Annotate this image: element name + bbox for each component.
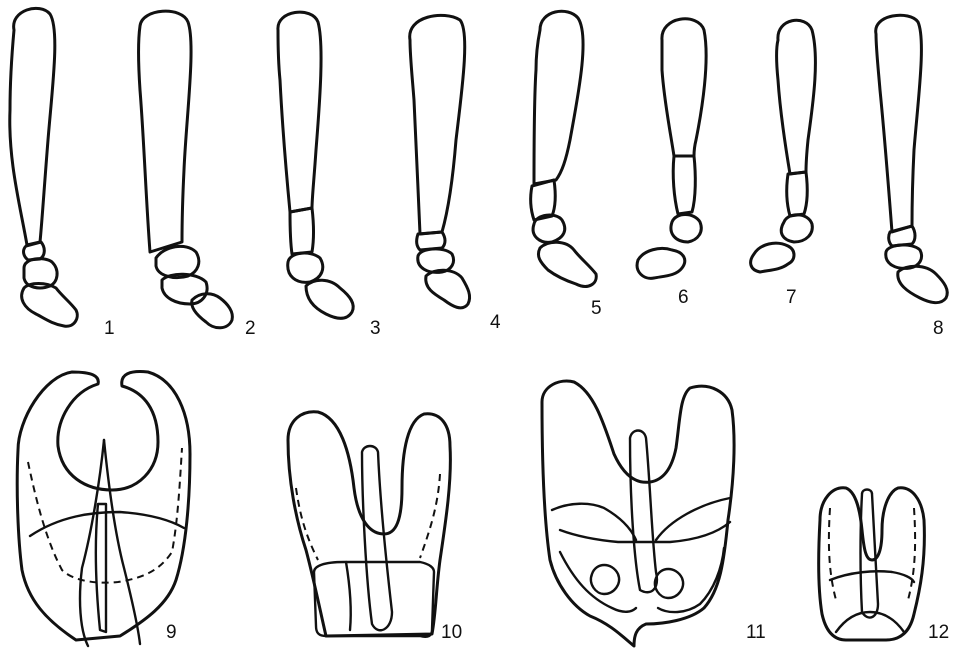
fig-2-label: 2 <box>245 319 256 338</box>
fig-12-drawing <box>819 488 925 640</box>
fig-5-drawing <box>531 11 597 286</box>
fig-10-drawing <box>288 412 450 637</box>
fig-3-label: 3 <box>370 319 381 338</box>
fig-12-label: 12 <box>928 623 949 642</box>
fig-9-label: 9 <box>166 623 177 642</box>
fig-10-label: 10 <box>441 623 462 642</box>
fig-7-drawing <box>751 20 816 272</box>
fig-11-drawing <box>542 381 734 646</box>
fig-8-label: 8 <box>933 319 944 338</box>
fig-9-drawing <box>17 372 190 646</box>
fig-3-drawing <box>278 12 353 318</box>
fig-1-drawing <box>10 8 77 326</box>
fig-2-drawing <box>139 11 233 328</box>
fig-4-drawing <box>410 15 470 307</box>
fig-11-label: 11 <box>746 623 766 642</box>
fig-8-drawing <box>876 15 948 302</box>
fig-4-label: 4 <box>490 313 501 332</box>
fig-7-label: 7 <box>786 288 797 307</box>
fig-6-drawing <box>637 19 706 278</box>
fig-1-label: 1 <box>104 319 115 338</box>
fig-6-label: 6 <box>678 288 689 307</box>
fig-5-label: 5 <box>591 299 602 318</box>
